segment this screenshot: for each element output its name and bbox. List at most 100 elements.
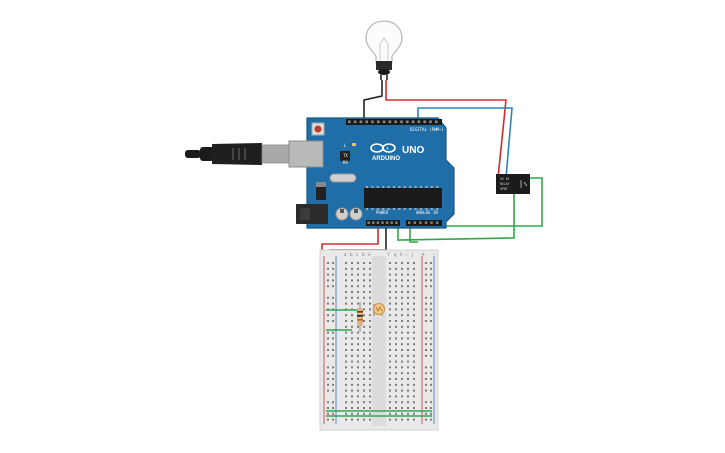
- breadboard-hole[interactable]: [395, 378, 397, 380]
- rail-hole[interactable]: [425, 354, 427, 357]
- breadboard-hole[interactable]: [363, 337, 365, 340]
- breadboard-hole[interactable]: [395, 389, 397, 392]
- relay-spdt[interactable]: 5V DC RELAY SPDT: [496, 174, 530, 194]
- breadboard-hole[interactable]: [369, 389, 371, 392]
- breadboard-hole[interactable]: [351, 401, 353, 404]
- rail-hole[interactable]: [327, 378, 329, 380]
- rail-hole[interactable]: [332, 343, 334, 346]
- rail-hole[interactable]: [425, 366, 427, 369]
- breadboard-hole[interactable]: [369, 273, 371, 276]
- breadboard-hole[interactable]: [413, 285, 415, 288]
- rail-hole[interactable]: [332, 349, 334, 351]
- breadboard-hole[interactable]: [369, 412, 371, 415]
- breadboard-hole[interactable]: [369, 262, 371, 264]
- analog-pin[interactable]: [436, 221, 439, 224]
- rail-hole[interactable]: [430, 279, 432, 282]
- rail-hole[interactable]: [425, 412, 427, 415]
- rail-hole[interactable]: [425, 407, 427, 409]
- rail-hole[interactable]: [327, 412, 329, 415]
- breadboard-hole[interactable]: [345, 267, 347, 270]
- analog-pin[interactable]: [413, 221, 416, 224]
- rail-hole[interactable]: [425, 302, 427, 305]
- breadboard-hole[interactable]: [363, 273, 365, 276]
- rail-hole[interactable]: [327, 314, 329, 317]
- analog-pin[interactable]: [419, 221, 422, 224]
- breadboard-hole[interactable]: [407, 395, 409, 398]
- breadboard-hole[interactable]: [395, 354, 397, 357]
- breadboard-hole[interactable]: [413, 372, 415, 375]
- breadboard-hole[interactable]: [407, 279, 409, 282]
- rail-hole[interactable]: [332, 372, 334, 375]
- breadboard-hole[interactable]: [351, 314, 353, 317]
- breadboard-hole[interactable]: [357, 273, 359, 276]
- breadboard-hole[interactable]: [345, 372, 347, 375]
- wire-bulb-red[interactable]: [385, 80, 507, 179]
- rail-hole[interactable]: [425, 308, 427, 311]
- breadboard-hole[interactable]: [413, 325, 415, 328]
- digital-pin[interactable]: [406, 120, 409, 124]
- breadboard-hole[interactable]: [413, 296, 415, 299]
- light-bulb[interactable]: [365, 20, 403, 80]
- breadboard-hole[interactable]: [389, 320, 391, 322]
- breadboard-hole[interactable]: [357, 354, 359, 357]
- breadboard-hole[interactable]: [363, 343, 365, 346]
- breadboard-hole[interactable]: [345, 273, 347, 276]
- breadboard-hole[interactable]: [407, 291, 409, 293]
- breadboard-hole[interactable]: [401, 383, 403, 386]
- rail-hole[interactable]: [430, 314, 432, 317]
- breadboard-hole[interactable]: [413, 262, 415, 264]
- rail-hole[interactable]: [332, 302, 334, 305]
- rail-hole[interactable]: [430, 331, 432, 334]
- breadboard-hole[interactable]: [345, 407, 347, 409]
- rail-hole[interactable]: [425, 273, 427, 276]
- breadboard-hole[interactable]: [351, 383, 353, 386]
- rail-hole[interactable]: [332, 354, 334, 357]
- breadboard-hole[interactable]: [395, 343, 397, 346]
- rail-hole[interactable]: [332, 279, 334, 282]
- breadboard-hole[interactable]: [369, 331, 371, 334]
- breadboard-hole[interactable]: [351, 267, 353, 270]
- rail-hole[interactable]: [327, 418, 329, 421]
- breadboard-hole[interactable]: [351, 378, 353, 380]
- breadboard-hole[interactable]: [407, 296, 409, 299]
- wire-green-relay-1[interactable]: [397, 190, 515, 241]
- breadboard-hole[interactable]: [369, 343, 371, 346]
- breadboard-hole[interactable]: [357, 383, 359, 386]
- breadboard-hole[interactable]: [363, 291, 365, 293]
- rail-hole[interactable]: [332, 273, 334, 276]
- rail-hole[interactable]: [430, 407, 432, 409]
- rail-hole[interactable]: [332, 337, 334, 340]
- rail-hole[interactable]: [425, 337, 427, 340]
- rail-hole[interactable]: [430, 418, 432, 421]
- breadboard-hole[interactable]: [345, 296, 347, 299]
- breadboard-hole[interactable]: [345, 279, 347, 282]
- power-pin[interactable]: [376, 221, 380, 224]
- rail-hole[interactable]: [430, 296, 432, 299]
- breadboard-hole[interactable]: [395, 412, 397, 415]
- breadboard-hole[interactable]: [413, 354, 415, 357]
- breadboard-hole[interactable]: [389, 273, 391, 276]
- breadboard-hole[interactable]: [401, 378, 403, 380]
- breadboard-hole[interactable]: [413, 267, 415, 270]
- breadboard-hole[interactable]: [351, 302, 353, 305]
- breadboard-hole[interactable]: [395, 296, 397, 299]
- breadboard-hole[interactable]: [357, 285, 359, 288]
- breadboard-hole[interactable]: [407, 401, 409, 404]
- breadboard-hole[interactable]: [395, 262, 397, 264]
- wire-analog-green[interactable]: [409, 226, 418, 243]
- digital-pin[interactable]: [353, 120, 357, 124]
- breadboard-hole[interactable]: [407, 320, 409, 322]
- rail-hole[interactable]: [430, 343, 432, 346]
- breadboard-hole[interactable]: [395, 366, 397, 369]
- breadboard-hole[interactable]: [407, 343, 409, 346]
- breadboard-hole[interactable]: [351, 279, 353, 282]
- breadboard-hole[interactable]: [345, 389, 347, 392]
- rail-hole[interactable]: [425, 296, 427, 299]
- rail-hole[interactable]: [430, 273, 432, 276]
- rail-hole[interactable]: [332, 285, 334, 288]
- breadboard-hole[interactable]: [407, 372, 409, 375]
- breadboard-hole[interactable]: [407, 337, 409, 340]
- breadboard-hole[interactable]: [357, 395, 359, 398]
- rail-hole[interactable]: [425, 343, 427, 346]
- rail-hole[interactable]: [327, 354, 329, 357]
